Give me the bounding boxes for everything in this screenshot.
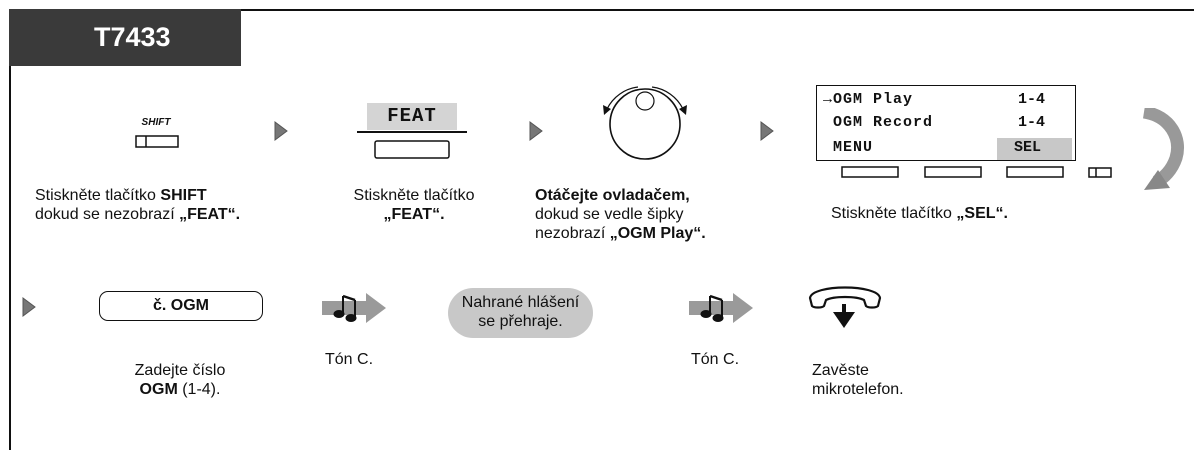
step-arrow-icon (760, 121, 774, 141)
handset-hangup-icon (808, 286, 882, 328)
sel-caption: Stiskněte tlačítko „SEL“. (831, 205, 1008, 222)
lcd-softkey-menu: MENU (823, 139, 874, 156)
dial-caption: Otáčejte ovladačem, dokud se vedle šipky… (535, 187, 706, 242)
frame-top-border (9, 9, 1194, 11)
shift-key-icon (135, 135, 179, 148)
shift-caption: Stiskněte tlačítko SHIFT dokud se nezobr… (35, 187, 241, 223)
ogm-caption: Zadejte číslo OGM (1-4). (134, 362, 226, 398)
shift-key: SHIFT (121, 117, 191, 157)
feat-key-icon (374, 140, 450, 159)
model-label: T7433 (9, 9, 241, 66)
step-arrow-icon (22, 297, 36, 317)
feat-key-label: FEAT (367, 103, 457, 130)
lcd-softkey-sel: SEL (1014, 139, 1042, 156)
lcd-row-ogm-record: OGM Record (823, 114, 934, 131)
tone-note-icon (689, 293, 753, 323)
feat-caption: Stiskněte tlačítko „FEAT“. (353, 187, 475, 223)
frame-left-border (9, 9, 11, 450)
continue-curve-arrow-icon (1142, 108, 1184, 190)
shift-key-label: SHIFT (141, 117, 171, 128)
feat-underline (357, 131, 467, 133)
lcd-display: →OGM Play 1-4 OGM Record 1-4 MENU SEL (816, 85, 1076, 161)
lcd-row-ogm-record-value: 1-4 (1018, 114, 1046, 131)
step-arrow-icon (529, 121, 543, 141)
tone-caption-1: Tón C. (325, 351, 374, 368)
ogm-number-field: č. OGM (99, 291, 263, 321)
dial-knob-icon (603, 86, 687, 160)
tone-caption-2: Tón C. (691, 351, 740, 368)
tone-note-icon (322, 293, 386, 323)
soft-keys-icon (841, 166, 1112, 178)
lcd-row-ogm-play-value: 1-4 (1018, 91, 1046, 108)
message-plays-badge: Nahrané hlášení se přehraje. (448, 288, 593, 338)
lcd-row-ogm-play: →OGM Play (823, 91, 914, 108)
sel-highlight (997, 138, 1072, 160)
hangup-caption: Zavěste mikrotelefon. (812, 362, 904, 398)
step-arrow-icon (274, 121, 288, 141)
